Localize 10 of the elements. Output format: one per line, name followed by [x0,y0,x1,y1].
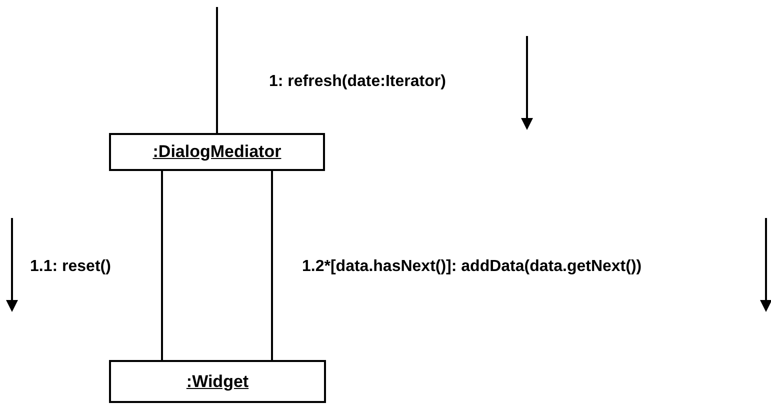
link-line [216,7,218,133]
link-line [271,171,273,360]
object-name: :DialogMediator [152,142,282,162]
message-label: 1: refresh(date:Iterator) [269,73,446,91]
object-box [109,133,325,171]
message-label: 1.2*[data.hasNext()]: addData(data.getNext()) [302,258,642,276]
object-name: :Widget [186,372,249,392]
message-label: 1.1: reset() [30,258,111,276]
link-line [161,171,163,360]
object-box [109,360,326,403]
